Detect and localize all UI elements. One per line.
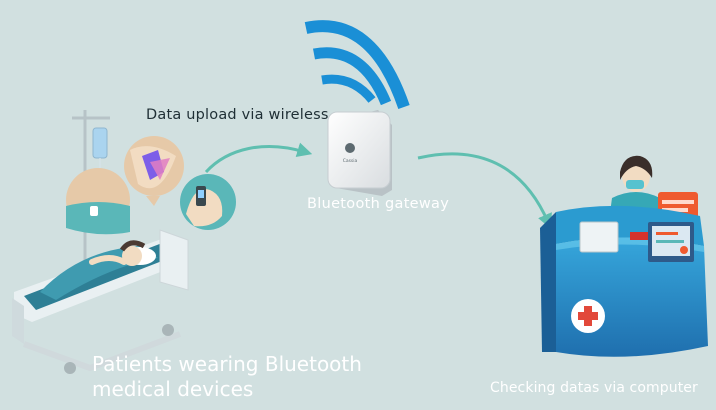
- label-patients: Patients wearing Bluetooth medical devic…: [92, 352, 362, 402]
- label-checking-computer: Checking datas via computer: [490, 380, 698, 396]
- label-patients-line1: Patients wearing Bluetooth: [92, 352, 362, 376]
- wifi-icon: [304, 20, 410, 109]
- device-bubble-bracelet: [66, 168, 130, 235]
- label-bluetooth-gateway: Bluetooth gateway: [307, 196, 450, 212]
- label-data-upload: Data upload via wireless: [146, 107, 329, 123]
- wristband-icon: [180, 174, 236, 230]
- label-patients-line2: medical devices: [92, 377, 254, 401]
- medical-cross-icon: [571, 299, 605, 333]
- download-arrow: [417, 152, 552, 229]
- nurse-station: [540, 155, 708, 357]
- gateway-brand: Cassia: [343, 158, 358, 164]
- device-bubble-patch: [124, 136, 184, 206]
- hospital-bed: [12, 229, 189, 374]
- bluetooth-gateway: Cassia: [327, 110, 392, 196]
- upload-arrow: [204, 142, 313, 174]
